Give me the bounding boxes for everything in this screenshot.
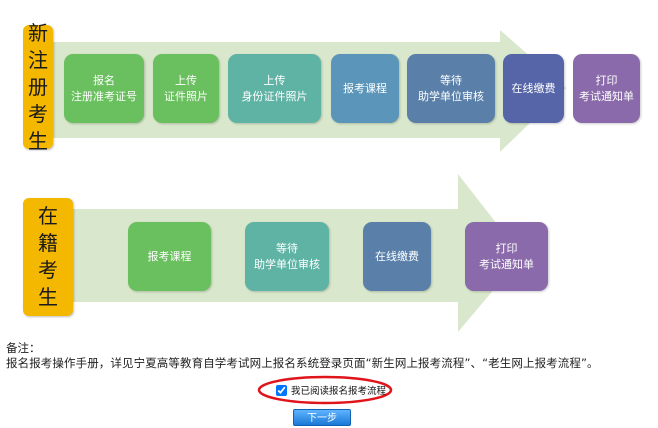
tag-char: 注 bbox=[28, 47, 48, 72]
step-line: 助学单位审核 bbox=[254, 257, 320, 271]
step-await-review[interactable]: 等待 助学单位审核 bbox=[407, 54, 495, 123]
step-line: 上传 bbox=[175, 73, 197, 87]
step-register[interactable]: 报名 注册准考证号 bbox=[64, 54, 144, 123]
step-line: 等待 bbox=[276, 241, 298, 255]
step-print-notice-existing[interactable]: 打印 考试通知单 bbox=[465, 222, 548, 291]
step-line: 打印 bbox=[595, 73, 618, 87]
step-print-notice[interactable]: 打印 考试通知单 bbox=[573, 54, 640, 123]
tag-char: 生 bbox=[38, 285, 58, 309]
step-line: 报考课程 bbox=[343, 81, 387, 95]
step-line: 考试通知单 bbox=[579, 89, 634, 103]
step-course-registration[interactable]: 报考课程 bbox=[331, 54, 399, 123]
step-line: 注册准考证号 bbox=[71, 89, 137, 103]
step-course-registration-existing[interactable]: 报考课程 bbox=[128, 222, 211, 291]
step-await-review-existing[interactable]: 等待 助学单位审核 bbox=[245, 222, 329, 291]
step-line: 在线缴费 bbox=[375, 249, 419, 263]
tag-char: 生 bbox=[28, 128, 48, 153]
step-upload-id-photo[interactable]: 上传 身份证件照片 bbox=[228, 54, 321, 123]
step-line: 等待 bbox=[440, 73, 462, 87]
tag-char: 册 bbox=[28, 74, 48, 99]
tag-char: 考 bbox=[28, 101, 48, 126]
agree-checkbox-row[interactable]: 我已阅读报名报考流程 bbox=[276, 383, 386, 397]
agree-label: 我已阅读报名报考流程 bbox=[291, 386, 387, 397]
tag-char: 考 bbox=[38, 258, 58, 282]
next-step-button[interactable]: 下一步 bbox=[293, 409, 351, 426]
step-line: 助学单位审核 bbox=[418, 89, 484, 103]
step-line: 在线缴费 bbox=[511, 81, 556, 95]
step-line: 考试通知单 bbox=[479, 257, 534, 271]
step-line: 报名 bbox=[93, 73, 115, 87]
step-line: 打印 bbox=[495, 241, 518, 255]
step-line: 上传 bbox=[263, 73, 286, 87]
tag-char: 新 bbox=[28, 20, 48, 45]
notes-text: 报名报考操作手册，详见宁夏高等教育自学考试网上报名系统登录页面“新生网上报考流程… bbox=[6, 356, 599, 370]
step-online-payment[interactable]: 在线缴费 bbox=[503, 54, 564, 123]
step-upload-photo[interactable]: 上传 证件照片 bbox=[153, 54, 219, 123]
existing-student-tag: 在 籍 考 生 bbox=[23, 198, 73, 316]
tag-char: 籍 bbox=[38, 231, 58, 255]
new-student-tag: 新 注 册 考 生 bbox=[23, 21, 53, 153]
notes-title: 备注： bbox=[6, 341, 41, 355]
step-line: 证件照片 bbox=[164, 89, 208, 103]
step-line: 报考课程 bbox=[147, 249, 192, 263]
tag-char: 在 bbox=[38, 204, 58, 228]
step-online-payment-existing[interactable]: 在线缴费 bbox=[363, 222, 431, 291]
step-line: 身份证件照片 bbox=[241, 89, 308, 103]
agree-checkbox[interactable] bbox=[276, 384, 287, 396]
